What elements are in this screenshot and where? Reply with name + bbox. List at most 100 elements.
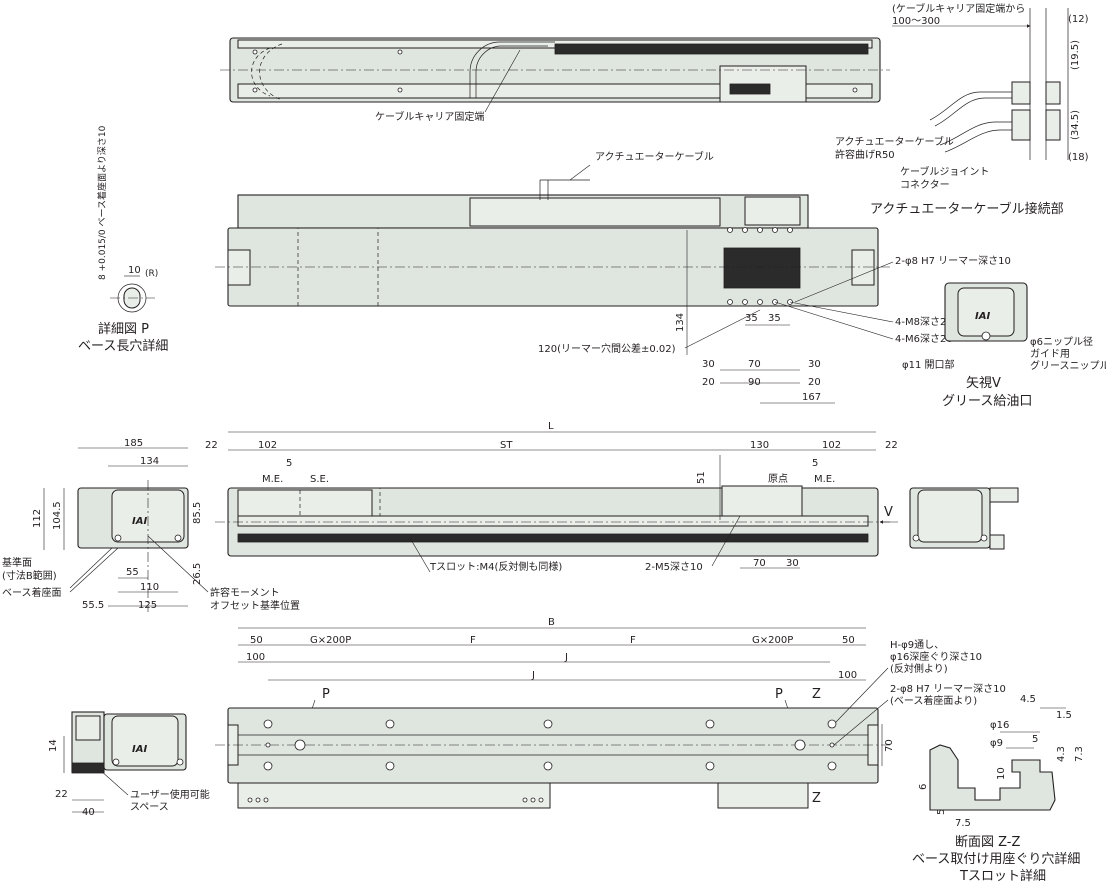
small-end-view: IAI 14 22 40 ユーザー使用可能 スペース [48,711,210,818]
detail-p-r: (R) [145,269,158,279]
section-title-3: Tスロット詳細 [959,868,1046,884]
view-v-arrow: V [884,505,893,520]
dim-112: 112 [32,509,43,528]
nipple-label-3: グリースニップル [1030,359,1106,372]
se-label: S.E. [310,474,329,485]
dim-130: 130 [750,440,769,451]
actuator-cable-bend-1: アクチュエーターケーブル [835,135,954,148]
dim-100b: 100 [838,670,857,681]
carrier-note-2: 100～300 [892,16,940,27]
sec-d9: φ9 [990,738,1003,749]
dim-134: 134 [140,456,159,467]
dim-L: L [548,421,554,432]
nipple-label-2: ガイド用 [1030,348,1070,360]
dim-70: 70 [753,558,766,569]
hole-label-2: φ16深座ぐり深さ10 [890,650,982,663]
dim-55-5: 55.5 [82,600,104,611]
dim-12: (12) [1068,14,1089,25]
moment-label-2: オフセット基準位置 [210,599,300,612]
end-view-logo: IAI [132,516,147,527]
z-label-1: Z [812,687,821,702]
sec-d6: 6 [918,784,929,790]
me-left: M.E. [262,474,283,485]
ref-label-1: 基準面 [2,556,32,569]
carrier-note-1: (ケーブルキャリア固定端から [892,2,1025,15]
dim-22a: 22 [205,440,218,451]
dim-40: 40 [82,807,95,818]
tslot-label: Tスロット:M4(反対側も同様) [429,560,562,573]
cable-detail-title: アクチュエーターケーブル接続部 [870,201,1064,217]
sec-d1-5: 1.5 [1056,710,1072,721]
m8-label: 4-M8深さ25 [895,316,953,328]
dim-Ja: J [564,652,568,663]
end-view: IAI 185 134 112 104.5 85.5 26.5 55 110 1… [2,438,300,612]
dim-185: 185 [124,438,143,449]
dim-18: (18) [1068,152,1089,163]
dim-100a: 100 [246,652,265,663]
p-label-a: P [322,687,330,702]
z-label-2: Z [812,791,821,806]
main-view: L 22 102 ST 130 102 22 5 M.E. S.E. 原点 5 … [205,421,898,573]
view-v: IAI φ11 開口部 φ6ニップル径 ガイド用 グリースニップル 矢視V グリ… [902,282,1106,409]
m5-label: 2-M5深さ10 [645,561,703,573]
dim-Fa: F [470,635,476,646]
dim-20a: 20 [702,377,715,388]
reamer-label-2: (ベース着座面より) [890,694,977,707]
dim-19-5: (19.5) [1070,40,1081,70]
dim-Fb: F [630,635,636,646]
dim-26-5: 26.5 [192,563,203,585]
sec-d5a: 5 [1032,734,1038,745]
reamer-label-1: 2-φ8 H7 リーマー深さ10 [890,683,1006,695]
section-zz: 4.5 1.5 φ16 φ9 5 4.3 7.3 10 6 5 7.5 断面図 … [912,694,1085,884]
dim-55: 55 [126,567,139,578]
sec-d10: 10 [996,767,1007,780]
sec-d16: φ16 [990,720,1009,731]
dim-G200a: G×200P [310,635,351,646]
dim-134: 134 [675,313,686,332]
nipple-label-1: φ6ニップル径 [1030,335,1093,348]
view-v-logo: IAI [975,311,990,322]
dim-110: 110 [140,582,159,593]
dim-34-5: (34.5) [1070,110,1081,140]
dim-104-5: 104.5 [52,501,63,530]
dim-22b: 22 [885,440,898,451]
dim-30: 30 [786,558,799,569]
detail-p: 10 (R) 8 +0.015/0 ベース着座面より深さ10 詳細図 P ベース… [78,125,168,354]
mid-view: アクチュエーターケーブル 2-φ8 H7 リーマー深さ10 4-M8深さ25 4… [215,150,1011,404]
dim-30b: 30 [808,359,821,370]
detail-p-title-2: ベース長穴詳細 [78,338,168,354]
dim-85-5: 85.5 [192,502,203,524]
dim-50a: 50 [250,635,263,646]
dim-5b: 5 [812,458,818,469]
dim-Jb: J [531,670,535,681]
dim-G200b: G×200P [752,635,793,646]
hole-label-3: (反対側より) [890,662,948,675]
dim-30a: 30 [702,359,715,370]
dim-70: 70 [748,359,761,370]
dim-51: 51 [696,471,707,484]
detail-p-vertical: 8 +0.015/0 ベース着座面より深さ10 [96,125,108,280]
sec-d7-3: 7.3 [1074,746,1085,762]
me-right: M.E. [814,474,835,485]
origin-label: 原点 [768,473,788,485]
user-space-1: ユーザー使用可能 [130,788,210,801]
right-end-view [909,487,1019,550]
reamer-pitch-label: 120(リーマー穴間公差±0.02) [538,342,676,355]
view-v-title-1: 矢視V [966,376,1001,391]
sec-d4-3: 4.3 [1056,746,1067,762]
small-end-logo: IAI [132,744,147,755]
dim-20b: 20 [808,377,821,388]
detail-p-title-1: 詳細図 P [98,321,149,337]
p-label-b: P [775,687,783,702]
dim-50b: 50 [842,635,855,646]
dim-22-small: 22 [55,789,68,800]
reamer-2-label: 2-φ8 H7 リーマー深さ10 [895,255,1011,267]
section-title-2: ベース取付け用座ぐり穴詳細 [912,851,1080,867]
dim-B: B [548,617,555,628]
actuator-cable-bend-2: 許容曲げR50 [835,148,895,161]
section-title-1: 断面図 Z-Z [955,835,1021,850]
dim-102a: 102 [258,440,277,451]
dim-70-bottom: 70 [884,739,895,752]
